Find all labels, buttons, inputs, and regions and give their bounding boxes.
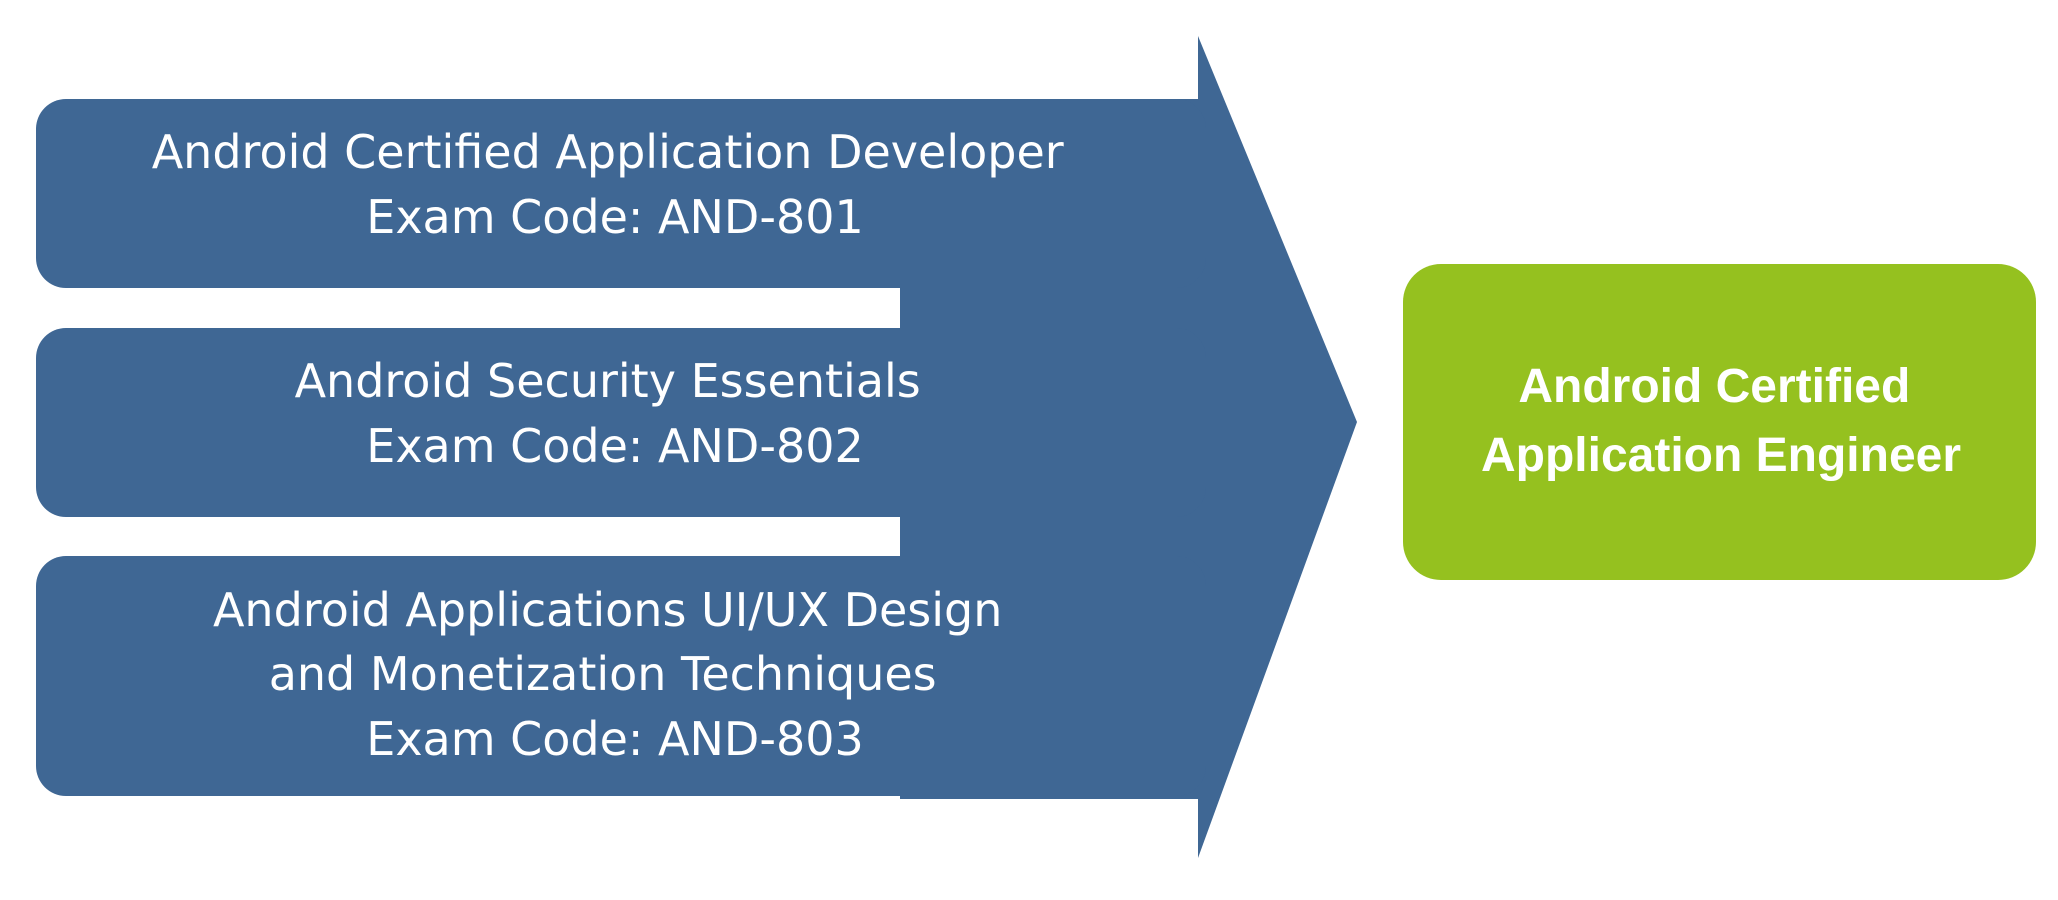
exam-box-and-802-background bbox=[36, 328, 1206, 517]
svg-text:Android Security Essentials: Android Security Essentials Exam Code: A… bbox=[295, 354, 936, 473]
flow-arrow-head bbox=[1198, 36, 1357, 858]
exam-box-and-801: Android Certified Application Developer … bbox=[36, 99, 1206, 288]
svg-text:Android Certified Applic: Android Certified Application Engineer bbox=[1481, 360, 1961, 482]
exam-title-line: Android Security Essentials bbox=[295, 354, 921, 408]
exam-code-label: Exam Code: AND-801 bbox=[366, 190, 864, 244]
exam-box-and-803-background bbox=[36, 556, 1206, 796]
svg-text:Android Applications UI/UX Des: Android Applications UI/UX Design and Mo… bbox=[213, 583, 1017, 766]
exam-code-label: Exam Code: AND-803 bbox=[366, 712, 864, 766]
result-title-line: Application Engineer bbox=[1481, 429, 1961, 482]
exam-title-line: and Monetization Techniques bbox=[269, 647, 937, 701]
result-box-background bbox=[1403, 264, 2036, 580]
result-box-engineer: Android Certified Application Engineer bbox=[1403, 264, 2036, 580]
exam-title-line: Android Applications UI/UX Design bbox=[213, 583, 1002, 637]
svg-text:Android Certified Application: Android Certified Application Developer … bbox=[152, 125, 1079, 244]
exam-box-and-802: Android Security Essentials Exam Code: A… bbox=[36, 328, 1206, 517]
exam-box-and-803: Android Applications UI/UX Design and Mo… bbox=[36, 556, 1206, 796]
exam-box-and-801-background bbox=[36, 99, 1206, 288]
exam-title-line: Android Certified Application Developer bbox=[152, 125, 1064, 179]
result-title-line: Android Certified bbox=[1518, 360, 1910, 413]
exam-code-label: Exam Code: AND-802 bbox=[366, 419, 864, 473]
